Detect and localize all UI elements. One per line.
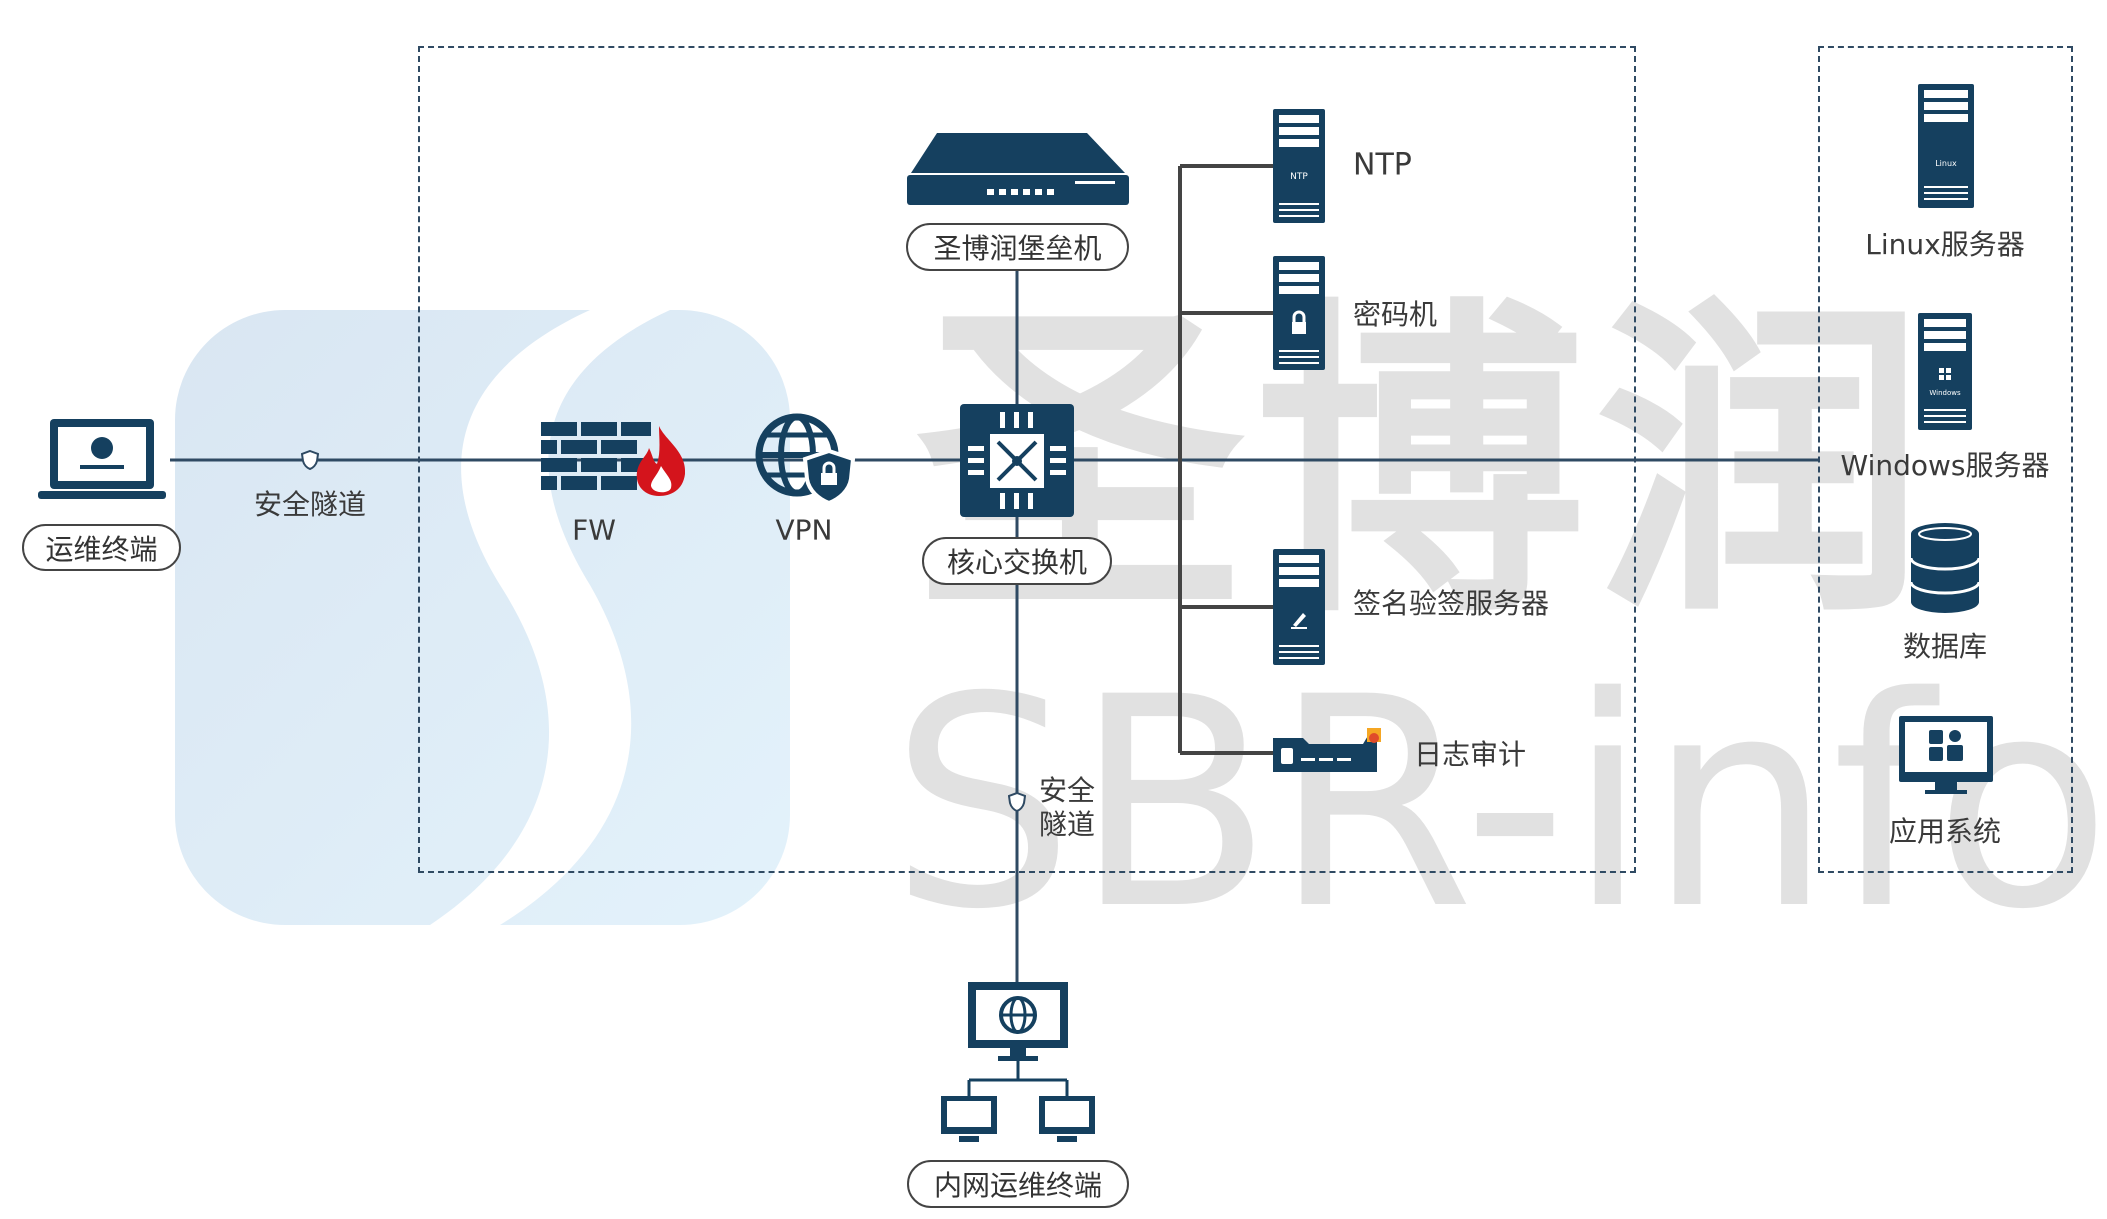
laptop-icon bbox=[38, 419, 166, 499]
fw-label: FW bbox=[572, 513, 616, 547]
log-audit-label: 日志审计 bbox=[1414, 738, 1527, 771]
internal-terminal-label: 内网运维终端 bbox=[907, 1160, 1129, 1208]
vpn-label: VPN bbox=[775, 513, 833, 547]
shield-icon bbox=[1008, 792, 1026, 812]
ntp-badge: NTP bbox=[1290, 172, 1308, 182]
linux-badge: Linux bbox=[1935, 159, 1957, 168]
sign-server-pen-icon bbox=[1273, 549, 1325, 665]
windows-badge: Windows bbox=[1929, 389, 1961, 397]
sign-server-label: 签名验签服务器 bbox=[1353, 587, 1550, 620]
bastion-label: 圣博润堡垒机 bbox=[906, 223, 1129, 271]
vpn-globe-shield-icon bbox=[755, 413, 855, 505]
windows-server-icon: Windows bbox=[1918, 313, 1972, 430]
linux-server-label: Linux服务器 bbox=[1865, 228, 2025, 261]
watermark-en: SBR-info bbox=[890, 636, 2107, 973]
resource-zone-box bbox=[1818, 46, 2073, 873]
ntp-server-icon: NTP bbox=[1273, 109, 1325, 223]
linux-server-icon: Linux bbox=[1918, 84, 1974, 208]
core-switch-label: 核心交换机 bbox=[922, 537, 1112, 585]
firewall-icon bbox=[541, 422, 686, 496]
bastion-appliance-icon bbox=[907, 133, 1129, 205]
app-system-label: 应用系统 bbox=[1888, 815, 2002, 848]
app-system-monitor-icon bbox=[1899, 716, 1993, 794]
ops-terminal-label: 运维终端 bbox=[22, 524, 181, 571]
cipher-machine-lock-icon bbox=[1273, 256, 1325, 370]
tunnel-left-label: 安全隧道 bbox=[253, 488, 367, 521]
core-switch-icon bbox=[960, 404, 1074, 517]
ntp-label: NTP bbox=[1353, 147, 1412, 183]
shield-icon bbox=[301, 450, 319, 470]
log-audit-appliance-icon bbox=[1273, 728, 1381, 772]
database-label: 数据库 bbox=[1902, 630, 1988, 663]
tunnel-bottom-label-2: 隧道 bbox=[1039, 808, 1096, 841]
database-icon bbox=[1909, 523, 1981, 613]
windows-server-label: Windows服务器 bbox=[1840, 449, 2050, 482]
cipher-label: 密码机 bbox=[1353, 298, 1438, 331]
tunnel-bottom-label-1: 安全 bbox=[1039, 774, 1096, 807]
internal-terminal-network-icon bbox=[941, 982, 1095, 1142]
